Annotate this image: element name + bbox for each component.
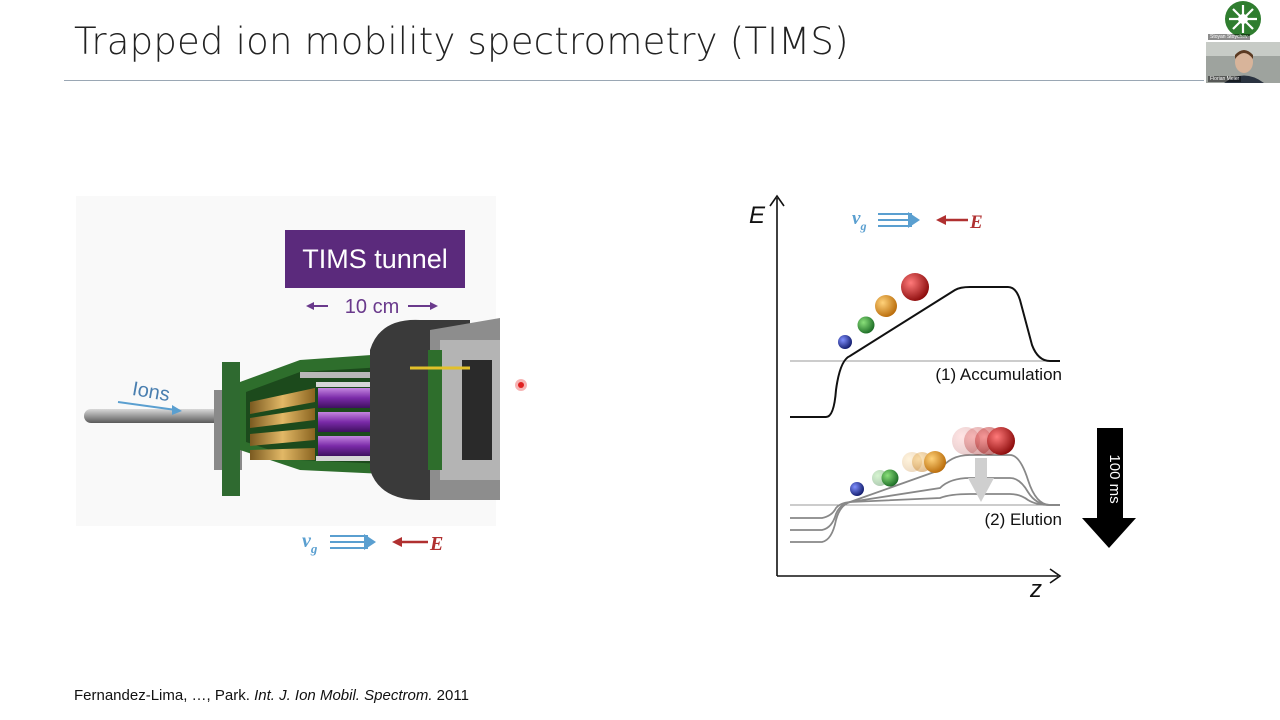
diagram-vg-label: vg: [852, 208, 866, 233]
arrow-down-icon: [1082, 428, 1136, 548]
diagram-axes: [769, 194, 1062, 584]
laser-pointer-icon: [515, 379, 527, 391]
accumulation-ions: [838, 273, 929, 349]
ion-green: [857, 316, 875, 334]
tims-tunnel-label: TIMS tunnel: [302, 244, 448, 274]
y-axis-label: E: [749, 202, 766, 229]
diagram-vg-arrows: [878, 212, 920, 228]
length-label: 10 cm: [345, 296, 399, 318]
ion-green-elution: [881, 469, 899, 487]
diagram-field-label: E: [969, 212, 983, 233]
participant-name-2: Florian Meier: [1208, 76, 1242, 82]
participant-tile-1[interactable]: Stoyan Stoychev: [1206, 0, 1280, 41]
funnel-electrodes: [250, 388, 315, 460]
length-dimension: [306, 302, 438, 310]
device-field-label: E: [429, 533, 443, 555]
participant-name-1: Stoyan Stoychev: [1208, 34, 1250, 40]
energy-diagram: E z vg E (1) Accumulation (2) Elution: [749, 194, 1136, 603]
ion-orange: [875, 295, 897, 317]
participant-video: [1206, 42, 1280, 83]
entrance-board: [222, 362, 240, 496]
citation: Fernandez-Lima, …, Park. Int. J. Ion Mob…: [74, 687, 469, 704]
entrance-capillary: [84, 409, 224, 423]
citation-authors: Fernandez-Lima, …, Park.: [74, 687, 250, 704]
time-label: 100 ms: [1106, 454, 1123, 503]
stage1-label: (1) Accumulation: [935, 365, 1062, 384]
ion-red-elution: [987, 427, 1015, 455]
device-vg-arrows: [330, 534, 376, 550]
eluting-ion-blue: [850, 482, 864, 496]
diagram-field-arrow: [936, 215, 968, 225]
device-field-arrow: [392, 537, 428, 547]
ion-large-red: [901, 273, 929, 301]
title-divider: [64, 80, 1204, 81]
tims-tunnel-box: [285, 230, 465, 288]
ions-arrow: [117, 401, 182, 415]
elution-potential-curves: [790, 454, 1060, 543]
citation-year: 2011: [436, 687, 469, 704]
citation-journal: Int. J. Ion Mobil. Spectrom.: [254, 687, 433, 704]
accumulation-potential-curve: [790, 286, 1060, 418]
org-logo-icon: [1220, 0, 1266, 41]
elution-ions: [850, 427, 1015, 496]
exit-board: [428, 350, 442, 470]
stage2-label: (2) Elution: [985, 510, 1062, 529]
x-axis-label: z: [1029, 576, 1042, 603]
tims-device-figure: TIMS tunnel 10 cm Ions vg E: [76, 196, 527, 556]
participant-tile-2[interactable]: Florian Meier: [1206, 42, 1280, 83]
device-vg-label: vg: [302, 530, 318, 556]
slide-title: Trapped ion mobility spectrometry (TIMS): [74, 20, 849, 63]
ion-orange-elution: [924, 451, 946, 473]
potential-drop-arrow-icon: [968, 458, 994, 502]
exit-aperture: [462, 360, 492, 460]
ion-small-blue: [838, 335, 852, 349]
